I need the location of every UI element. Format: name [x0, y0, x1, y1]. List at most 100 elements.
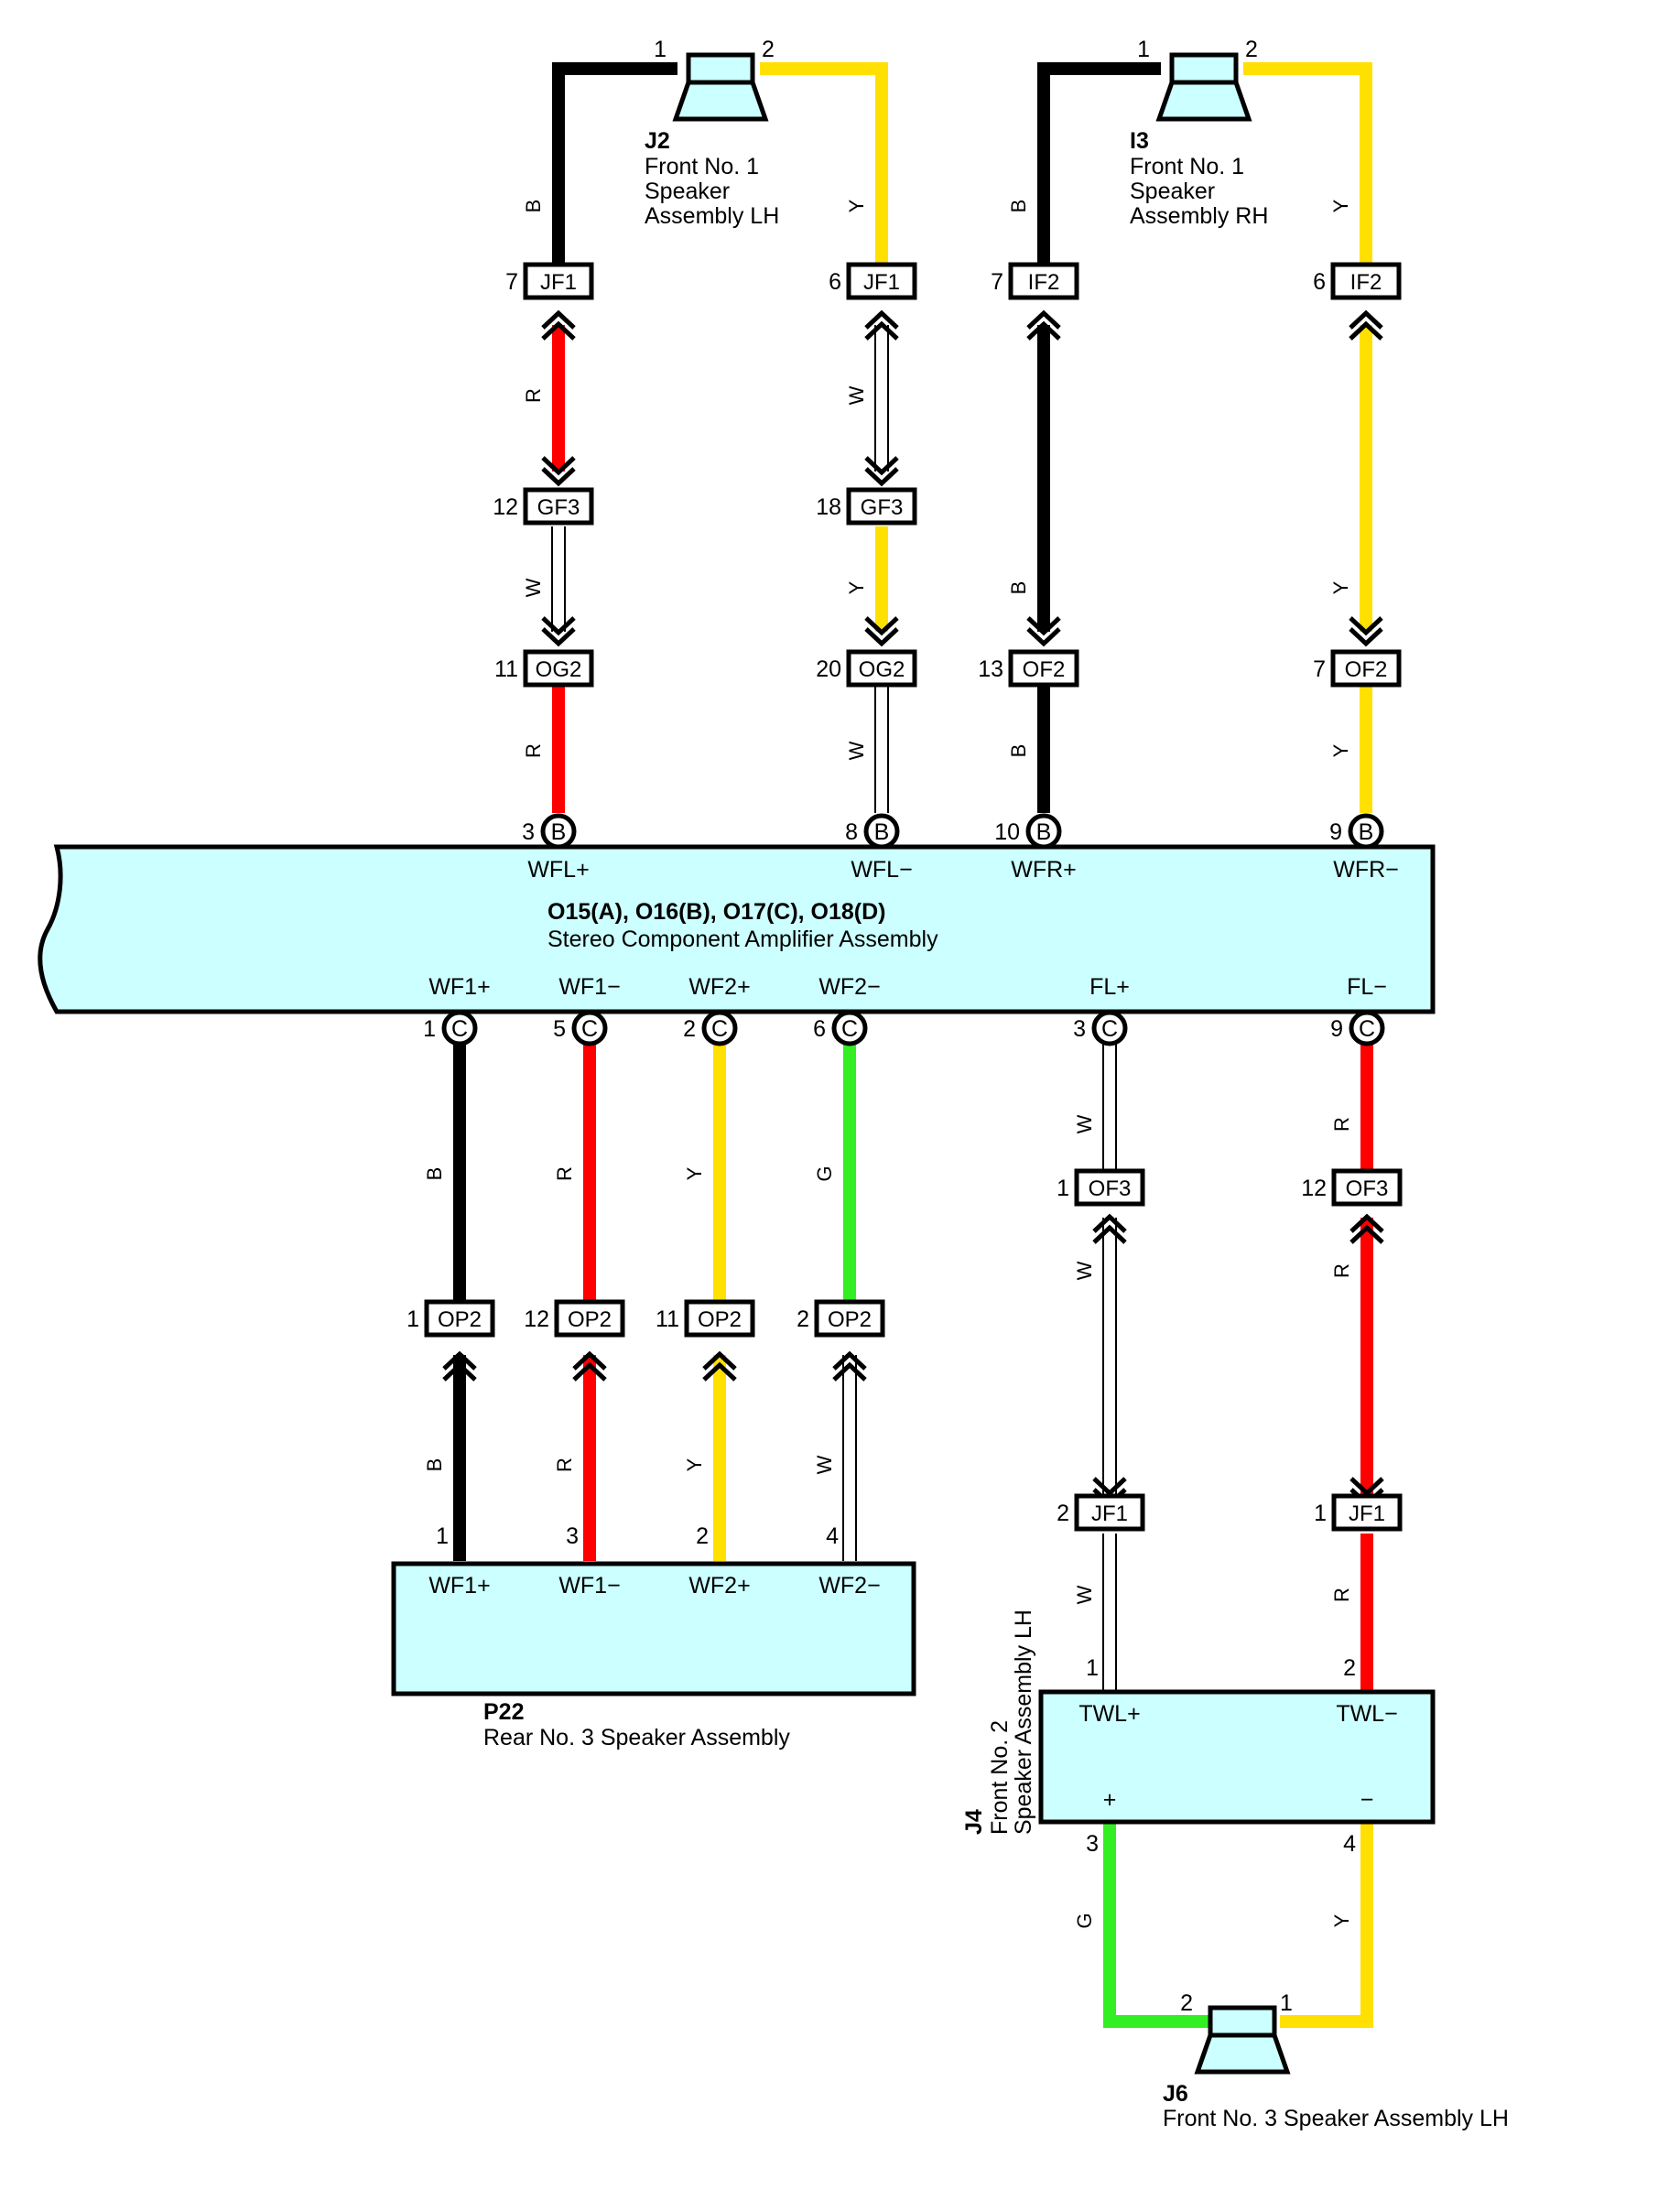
j4-pin: 1	[1086, 1655, 1099, 1681]
connector-pin: 13	[978, 656, 1003, 682]
terminal-pin: 3	[1073, 1016, 1086, 1042]
p22-code: P22	[483, 1699, 524, 1725]
terminal-circle	[863, 813, 900, 850]
terminal-circle	[831, 1010, 868, 1046]
terminal-label: WFL−	[851, 857, 912, 883]
speaker-i3-pin1: 1	[1137, 37, 1150, 62]
terminal-circle	[1348, 813, 1384, 850]
connector-name: JF1	[540, 270, 577, 295]
chevron-down-mark	[864, 456, 899, 487]
terminal-circle	[540, 813, 577, 850]
amp-terminal-wfr-plus: B 10 WFR+	[994, 813, 1077, 883]
chevron-up-mark	[1026, 309, 1061, 341]
terminal-pin: 1	[423, 1016, 436, 1042]
connector-of2-7: OF2 7	[1313, 649, 1402, 688]
wire-code-label: W	[1073, 1114, 1096, 1133]
terminal-letter: C	[1101, 1016, 1118, 1042]
amp-terminal-fl-minus: FL− C 9	[1330, 974, 1387, 1046]
speaker-i3-magnet	[1169, 52, 1239, 85]
speaker-j2-name-1: Front No. 1	[645, 154, 759, 179]
wire-code-label: W	[813, 1455, 836, 1474]
wire-code-label: B	[1007, 744, 1030, 758]
terminal-circle	[1349, 1010, 1385, 1046]
j4-terminal-sub: +	[1103, 1787, 1117, 1813]
wire-yellow-j4-j6	[1280, 1824, 1373, 2028]
amplifier-body	[38, 844, 1436, 1014]
amp-terminal-fl-plus: FL+ C 3	[1073, 974, 1130, 1046]
connector-if2-7: IF2 7	[991, 262, 1079, 300]
speaker-j2-pin1: 1	[654, 37, 667, 62]
connector-pin: 11	[494, 656, 518, 682]
connector-pin: 12	[493, 494, 518, 520]
speaker-j2-code: J2	[645, 128, 670, 154]
connector-if2-6: IF2 6	[1313, 262, 1402, 300]
j4-code: J4	[961, 1809, 987, 1835]
j4-name-2: Speaker Assembly LH	[1011, 1609, 1036, 1835]
speaker-i3-name-2: Speaker	[1130, 179, 1215, 204]
front-speaker-j4: 1 2 TWL+ TWL− + − 3 4 J4 Front No. 2 Spe…	[961, 1609, 1436, 1857]
connector-name: OP2	[438, 1307, 482, 1332]
connector-pin: 2	[797, 1306, 809, 1332]
wire-code-label: B	[1007, 581, 1030, 595]
speaker-j6-name: Front No. 3 Speaker Assembly LH	[1163, 2106, 1509, 2131]
connector-name: OP2	[698, 1307, 742, 1332]
j4-pin-below: 4	[1343, 1831, 1356, 1857]
j4-pin-below: 3	[1086, 1831, 1099, 1857]
p22-terminal-label: WF2+	[688, 1573, 750, 1599]
j4-terminal-label: TWL−	[1336, 1701, 1397, 1727]
p22-terminal-label: WF2−	[818, 1573, 880, 1599]
wire-code-label: Y	[1329, 743, 1352, 757]
amp-terminal-wf2-minus: WF2− C 6	[813, 974, 881, 1046]
terminal-letter: B	[1359, 819, 1374, 845]
connector-pin: 12	[524, 1306, 549, 1332]
wire-color-labels: B R W R Y W Y W B B B Y Y Y B B R R Y Y …	[423, 199, 1353, 1928]
wire-code-label: Y	[683, 1458, 706, 1471]
wire-i3-pin2-yellow	[1243, 62, 1372, 266]
connector-boxes: JF1 7 JF1 6 IF2 7 IF2 6 GF3 12 GF3 18	[406, 262, 1403, 1532]
terminal-letter: C	[451, 1016, 468, 1042]
terminal-letter: B	[551, 819, 567, 845]
amp-terminal-wf1-plus: WF1+ C 1	[423, 974, 491, 1046]
connector-name: OF3	[1346, 1176, 1389, 1201]
connector-gf3-18: GF3 18	[816, 487, 917, 526]
speaker-j6-pin2: 2	[1180, 1990, 1193, 2016]
wire-code-label: B	[423, 1167, 446, 1181]
terminal-pin: 10	[994, 819, 1020, 845]
connector-name: JF1	[1349, 1501, 1385, 1526]
p22-pin: 3	[566, 1523, 579, 1549]
j4-terminal-label: TWL+	[1078, 1701, 1140, 1727]
connector-pin: 11	[656, 1306, 679, 1332]
wire-code-label: Y	[1330, 1913, 1353, 1927]
p22-terminal-label: WF1−	[558, 1573, 620, 1599]
chevron-up-mark	[1092, 1213, 1127, 1244]
chevron-down-mark	[541, 456, 576, 487]
connector-jf1-2: JF1 2	[1057, 1493, 1145, 1532]
speaker-j6-code: J6	[1163, 2081, 1188, 2107]
terminal-label: WF1+	[428, 974, 490, 1000]
wire-code-label: B	[1007, 200, 1030, 213]
amp-terminal-wf1-minus: WF1− C 5	[553, 974, 621, 1046]
connector-name: OP2	[568, 1307, 612, 1332]
terminal-label: FL+	[1089, 974, 1130, 1000]
speaker-i3: 1 2 I3 Front No. 1 Speaker Assembly RH	[1130, 37, 1268, 229]
chevron-down-mark	[1026, 616, 1061, 647]
chevron-up-mark	[1349, 309, 1383, 341]
connector-gf3-12: GF3 12	[493, 487, 594, 526]
connector-of3-12: OF3 12	[1301, 1168, 1403, 1207]
terminal-label: WFL+	[527, 857, 589, 883]
wire-code-label: Y	[1329, 199, 1352, 212]
terminal-label: WF1−	[558, 974, 620, 1000]
connector-name: OF2	[1345, 657, 1388, 682]
wire-code-label: G	[1073, 1913, 1096, 1928]
chevron-up-mark	[541, 309, 576, 341]
wire-code-label: B	[522, 200, 545, 213]
chevron-down-mark	[1349, 616, 1383, 647]
wire-code-label: Y	[845, 580, 868, 594]
speaker-j2-name-3: Assembly LH	[645, 203, 779, 229]
wire-green-j4-j6	[1103, 1824, 1210, 2028]
wire-i3-pin1-black	[1037, 62, 1161, 266]
wire-code-label: W	[522, 578, 545, 597]
connector-name: IF2	[1028, 270, 1060, 295]
p22-pin: 4	[826, 1523, 839, 1549]
speaker-i3-code: I3	[1130, 128, 1149, 154]
